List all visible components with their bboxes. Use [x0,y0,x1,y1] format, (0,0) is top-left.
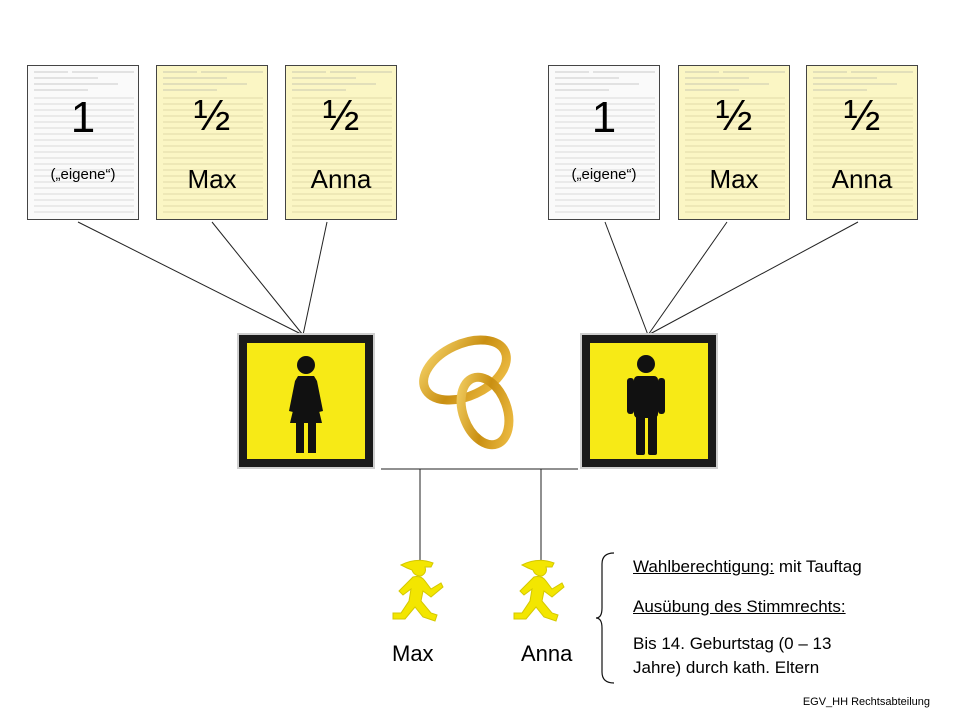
ampelmann-icon [392,559,444,622]
ballot-form-lines [163,71,263,213]
ballot-own-left: 1 („eigene“) [27,65,139,220]
ballot-owner-label: Max [187,164,237,194]
eligibility-label: Wahlberechtigung: [633,557,775,576]
ballot-owner-label: Anna [310,164,372,194]
ampelmann-icon [513,559,565,622]
ballot-count: ½ [843,91,881,140]
child-name-max: Max [392,641,434,666]
woman-sign-icon [237,333,375,469]
ballot-owner-label: („eigene“) [571,166,637,183]
ballot-owner-label: („eigene“) [50,166,116,183]
ballot-own-right: 1 („eigene“) [548,65,660,220]
wedding-rings-icon [419,335,514,450]
ballot-form-lines [292,71,392,213]
ballot-max-left: ½ Max [156,65,268,220]
ballot-owner-label: Max [709,164,759,194]
eligibility-line: Wahlberechtigung: mit Tauftag [633,555,862,579]
ballot-max-right: ½ Max [678,65,790,220]
ballot-anna-right: ½ Anna [806,65,918,220]
ballot-anna-left: ½ Anna [285,65,397,220]
man-sign-icon [580,333,718,469]
ballot-form-lines [685,71,785,213]
child-name-anna: Anna [521,641,573,666]
ballot-count: 1 [70,93,96,142]
exercise-text-line2: Jahre) durch kath. Eltern [633,658,820,677]
ballot-owner-label: Anna [831,164,893,194]
man-figure-icon [627,355,665,455]
ballot-count: 1 [591,93,617,142]
woman-figure-icon [289,356,323,453]
ballot-form-lines [813,71,913,213]
footer-credit: EGV_HH Rechtsabteilung [802,696,930,708]
ballot-count: ½ [193,91,231,140]
ballot-form-lines [555,71,655,213]
exercise-label: Ausübung des Stimmrechts: [633,597,846,616]
eligibility-value: mit Tauftag [774,557,862,576]
ballot-form-lines [34,71,134,213]
exercise-text-line1: Bis 14. Geburtstag (0 – 13 [633,634,832,653]
ballot-count: ½ [322,91,360,140]
curly-brace [596,552,615,684]
ballot-count: ½ [715,91,753,140]
